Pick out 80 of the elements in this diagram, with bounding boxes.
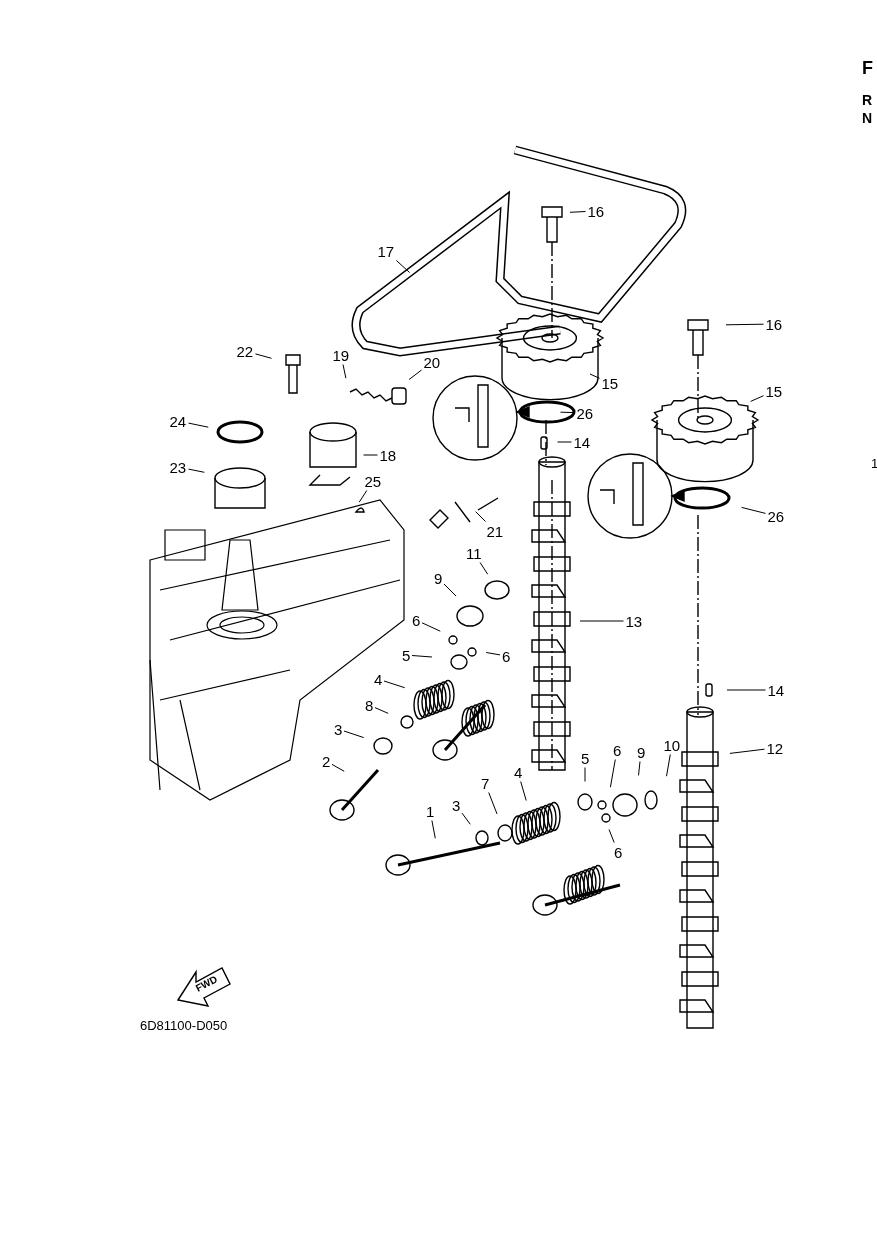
leader-line (411, 655, 433, 658)
leader-line (443, 583, 457, 597)
callout-number: 17 (377, 242, 395, 260)
callout-number: 12 (766, 739, 784, 757)
leader-line (431, 820, 436, 839)
callout-number: 5 (581, 749, 590, 767)
callout-number: 14 (573, 433, 591, 451)
leader-line (475, 511, 486, 522)
callout-number: 6 (412, 611, 421, 629)
page-edge-text: N (862, 110, 873, 126)
callout-number: 3 (334, 720, 343, 738)
callout-number: 4 (514, 763, 523, 781)
leader-line (188, 422, 209, 428)
leader-line (358, 490, 368, 503)
callout-number: 15 (765, 382, 783, 400)
leader-line (608, 829, 615, 843)
callout-number: 21 (486, 522, 504, 540)
leader-line (421, 622, 441, 632)
leader-line (488, 792, 498, 815)
leader-line (560, 411, 575, 414)
leader-line (395, 260, 411, 274)
callout-number: 8 (365, 696, 374, 714)
leader-line (520, 781, 527, 801)
leader-line (408, 369, 422, 380)
callout-number: 3 (452, 796, 461, 814)
callout-number: 22 (236, 342, 254, 360)
callout-number: 19 (332, 346, 350, 364)
callout-number: 9 (434, 569, 443, 587)
leader-line (741, 506, 766, 514)
page-edge-text: F (862, 58, 873, 79)
callout-number: 6 (613, 741, 622, 759)
callout-number: 14 (767, 681, 785, 699)
leader-line (729, 748, 765, 754)
callout-number: 23 (169, 458, 187, 476)
leader-line (343, 730, 365, 739)
callout-number: 9 (637, 743, 646, 761)
leader-line (750, 395, 764, 402)
callout-number: 13 (625, 612, 643, 630)
leader-line (609, 759, 616, 788)
callout-number: 5 (402, 646, 411, 664)
leader-line (579, 620, 624, 622)
leader-line (461, 812, 471, 825)
leader-line (331, 763, 345, 772)
leader-line (726, 689, 766, 691)
callout-number: 6 (502, 647, 511, 665)
callout-number: 7 (481, 774, 490, 792)
callout-number: 18 (379, 446, 397, 464)
page-edge-text: 1 (871, 456, 877, 471)
leader-line (383, 680, 406, 689)
page-edge-text: R (862, 92, 873, 108)
callout-number: 26 (767, 507, 785, 525)
callout-number: 11 (466, 544, 482, 562)
leader-line (479, 562, 489, 575)
leader-line (342, 364, 347, 379)
leader-line (584, 767, 586, 782)
leader-line (255, 353, 272, 359)
leader-line (557, 441, 572, 443)
leader-line (638, 761, 641, 776)
leader-line (725, 323, 764, 326)
leader-line (188, 468, 205, 473)
callout-number: 10 (663, 736, 681, 754)
leader-line (569, 211, 586, 213)
callout-number: 2 (322, 752, 331, 770)
callout-number: 16 (765, 315, 783, 333)
leader-line (666, 754, 671, 777)
leader-line (374, 707, 389, 714)
callout-number: 20 (423, 353, 441, 371)
drawing-code: 6D81100-D050 (140, 1018, 228, 1033)
callout-number: 16 (587, 202, 605, 220)
callout-number: 15 (601, 374, 619, 392)
leader-line (485, 652, 501, 656)
callout-number: 25 (364, 472, 382, 490)
callout-number: 1 (426, 802, 435, 820)
leader-line (589, 373, 600, 379)
leader-line (363, 454, 378, 456)
callout-number: 4 (374, 670, 383, 688)
callout-number: 26 (576, 404, 594, 422)
callout-number: 6 (614, 843, 623, 861)
callout-number: 24 (169, 412, 187, 430)
direction-label: FWD (193, 973, 220, 994)
